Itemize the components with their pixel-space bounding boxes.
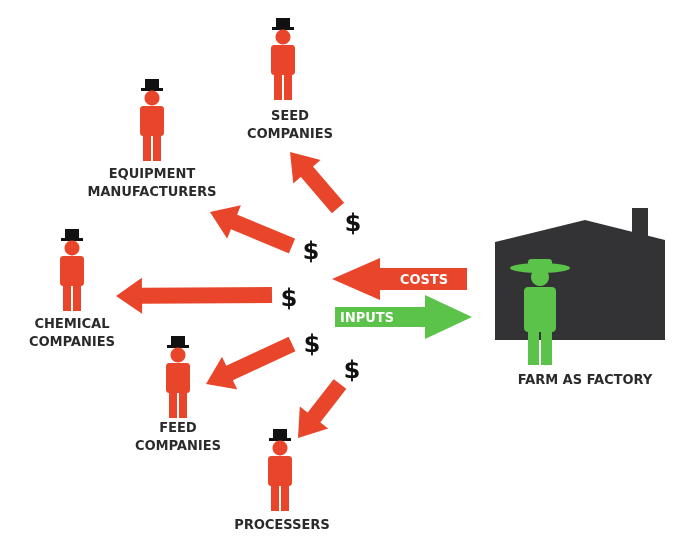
equipment-manufacturers-person-icon: [140, 79, 164, 161]
arrow-to-processers: [298, 379, 347, 438]
processers-person-icon: [268, 429, 292, 511]
seed-companies-person-icon: [271, 18, 295, 100]
arrow-to-feed: [206, 336, 296, 390]
costs-arrow: [332, 258, 467, 300]
farmer-icon: [510, 259, 570, 365]
seed-label-1: SEED: [271, 109, 309, 124]
chimney: [632, 208, 648, 238]
chemical-companies-person-icon: [60, 229, 84, 311]
equipment-label-2: MANUFACTURERS: [87, 185, 216, 200]
processers-label: PROCESSERS: [234, 518, 329, 533]
dollar-sign: $: [344, 356, 361, 384]
dollar-sign: $: [345, 209, 362, 237]
chemical-label-1: CHEMICAL: [35, 317, 110, 332]
arrow-to-chemical: [116, 277, 273, 314]
feed-label-2: COMPANIES: [135, 439, 221, 454]
dollar-sign: $: [281, 284, 298, 312]
farm-label: FARM AS FACTORY: [518, 373, 653, 388]
costs-label: COSTS: [400, 273, 448, 288]
equipment-label-1: EQUIPMENT: [109, 167, 196, 182]
dollar-sign: $: [303, 237, 320, 265]
arrow-to-equipment: [210, 205, 296, 254]
seed-label-2: COMPANIES: [247, 127, 333, 142]
inputs-arrow: [335, 295, 472, 339]
dollar-sign: $: [304, 330, 321, 358]
feed-companies-person-icon: [166, 336, 190, 418]
feed-label-1: FEED: [159, 421, 197, 436]
house-icon: [495, 220, 665, 340]
arrow-to-seed: [290, 152, 345, 214]
inputs-label: INPUTS: [340, 311, 394, 326]
chemical-label-2: COMPANIES: [29, 335, 115, 350]
